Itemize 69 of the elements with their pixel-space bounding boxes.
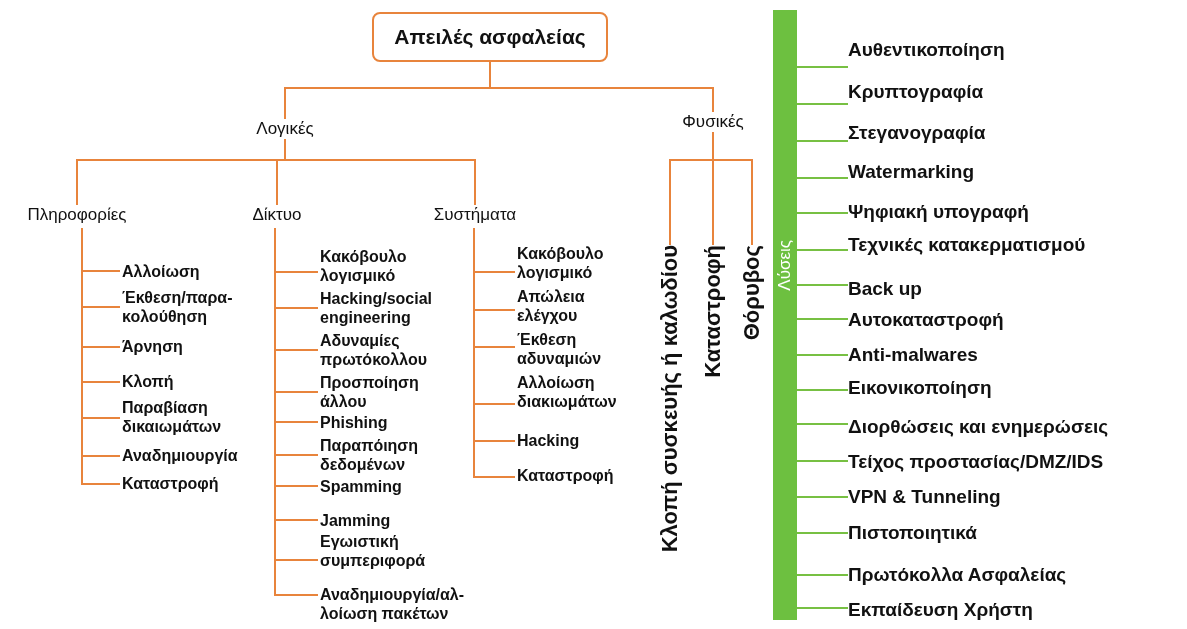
connector-line	[284, 138, 476, 206]
threat-label: Hacking/social engineering	[320, 289, 460, 327]
threat-label: Αναδημιουργία/αλ- λοίωση πακέτων	[320, 585, 498, 623]
threat-label: Jamming	[320, 511, 460, 530]
connector-line	[796, 177, 849, 179]
title-box: Απειλές ασφαλείας	[372, 12, 608, 62]
solution-label: Πρωτόκολλα Ασφαλείας	[848, 563, 1067, 587]
solutions-bar	[773, 10, 797, 620]
threat-label: Phishing	[320, 413, 460, 432]
threat-label: Spamming	[320, 477, 460, 496]
solution-label: Back up	[848, 277, 922, 301]
category-label: Πληροφορίες	[8, 205, 146, 225]
solution-label: Αυτοκαταστροφή	[848, 308, 1004, 332]
solution-label: VPN & Tunneling	[848, 485, 1001, 509]
connector-line	[796, 318, 849, 320]
threat-label: Καταστροφή	[517, 466, 642, 485]
threat-label: Απώλεια ελέγχου	[517, 287, 642, 325]
connector-line	[796, 284, 849, 286]
connector-line	[796, 423, 849, 425]
bar-label: Λύσεις	[774, 240, 795, 291]
threat-label: Αλλοίωση	[122, 262, 257, 281]
connector-line	[796, 66, 849, 68]
threat-label: Άρνηση	[122, 337, 257, 356]
solution-label: Anti-malwares	[848, 343, 978, 367]
connector-line	[796, 354, 849, 356]
connector-line	[796, 249, 849, 251]
solution-label: Διορθώσεις και ενημερώσεις	[848, 415, 1109, 439]
solution-label: Εικονικοποίηση	[848, 376, 992, 400]
threat-label: Καταστροφή	[700, 245, 726, 378]
solution-label: Τείχος προστασίας/DMZ/IDS	[848, 450, 1104, 474]
solution-label: Watermarking	[848, 160, 974, 184]
threat-label: Κλοπή συσκευής ή καλωδίου	[657, 245, 683, 553]
solution-label: Στεγανογραφία	[848, 121, 986, 145]
threat-label: Αναδημιουργία	[122, 446, 257, 465]
solution-label: Κρυπτογραφία	[848, 80, 984, 104]
solution-label: Ψηφιακή υπογραφή	[848, 200, 1029, 224]
category-label: Λογικές	[235, 119, 335, 139]
threat-label: Έκθεση αδυναμιών	[517, 330, 642, 368]
threat-label: Hacking	[517, 431, 642, 450]
solution-label: Εκπαίδευση Χρήστη	[848, 598, 1033, 622]
threat-label: Αλλοίωση διακιωμάτων	[517, 373, 642, 411]
threat-label: Κακόβουλο λογισμικό	[517, 244, 642, 282]
solution-label: Πιστοποιητικά	[848, 521, 977, 545]
category-label: Φυσικές	[663, 112, 763, 132]
connector-line	[712, 131, 753, 246]
connector-line	[796, 460, 849, 462]
solution-label: Τεχνικές κατακερματισμού	[848, 233, 1086, 257]
category-label: Δίκτυο	[237, 205, 317, 225]
connector-line	[796, 212, 849, 214]
connector-line	[489, 61, 714, 113]
threat-label: Καταστροφή	[122, 474, 257, 493]
connector-line	[796, 574, 849, 576]
threat-label: Κλοπή	[122, 372, 257, 391]
connector-line	[796, 389, 849, 391]
solution-label: Αυθεντικοποίηση	[848, 38, 1005, 62]
category-label: Συστήματα	[420, 205, 530, 225]
connector-line	[796, 532, 849, 534]
threat-label: Κακόβουλο λογισμικό	[320, 247, 460, 285]
threat-label: Έκθεση/παρα- κολούθηση	[122, 288, 257, 326]
threat-label: Παραβίαση δικαιωμάτων	[122, 398, 257, 436]
threat-label: Αδυναμίες πρωτόκολλου	[320, 331, 460, 369]
threat-label: Παραπόιηση δεδομένων	[320, 436, 460, 474]
connector-line	[796, 140, 849, 142]
connector-line	[796, 496, 849, 498]
threat-label: Προσποίηση άλλου	[320, 373, 460, 411]
threat-label: Εγωιστική συμπεριφορά	[320, 532, 460, 570]
connector-line	[796, 607, 849, 609]
connector-line	[796, 103, 849, 105]
threat-label: Θόρυβος	[739, 245, 765, 341]
